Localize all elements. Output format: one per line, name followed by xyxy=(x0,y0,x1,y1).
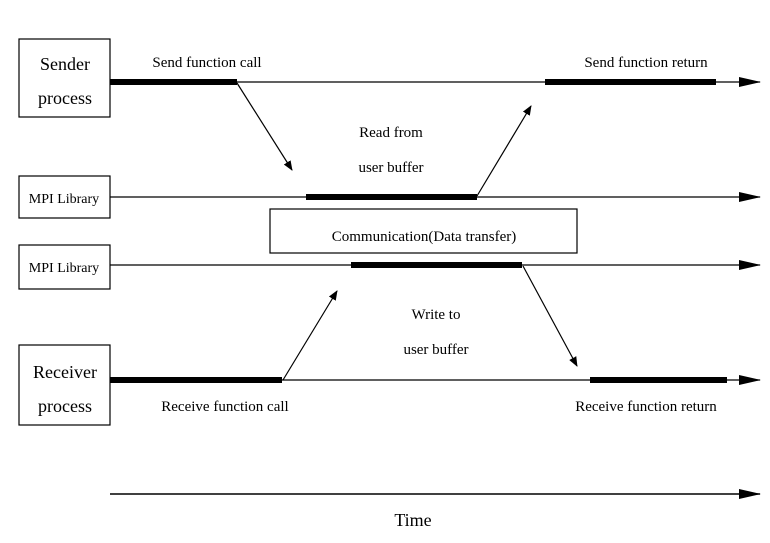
mpi-library-top-label: MPI Library xyxy=(29,192,99,207)
receive-return-label: Receive function return xyxy=(575,399,717,415)
read-buffer-label-line1: Read from xyxy=(359,125,423,141)
sender-process-label-line1: Sender xyxy=(40,54,90,74)
send-return-label: Send function return xyxy=(584,55,708,71)
write-buffer-label-line2: user buffer xyxy=(403,342,468,358)
read-buffer-label-line2: user buffer xyxy=(358,160,423,176)
send-call-label: Send function call xyxy=(152,55,261,71)
write-buffer-label-line1: Write to xyxy=(412,307,461,323)
arrow-receive-call-to-mpi xyxy=(282,290,338,381)
receiver-process-box xyxy=(18,344,111,426)
sender-process-label-line2: process xyxy=(38,88,92,108)
receiver-process-label-line2: process xyxy=(38,396,92,416)
mpi-library-top-box xyxy=(18,175,111,219)
arrow-send-call-to-mpi xyxy=(236,82,293,171)
receive-call-bar xyxy=(110,377,282,383)
mpi-library-bottom-label: MPI Library xyxy=(29,261,99,276)
time-axis-label: Time xyxy=(394,510,431,530)
write-buffer-bar xyxy=(351,262,522,268)
send-call-bar xyxy=(110,79,237,85)
mpi-library-bottom-box xyxy=(18,244,111,290)
send-return-bar xyxy=(545,79,716,85)
arrow-mpi-to-receive-return xyxy=(522,265,578,367)
receiver-process-label-line1: Receiver xyxy=(33,362,97,382)
communication-box xyxy=(269,208,578,254)
receive-call-label: Receive function call xyxy=(161,399,288,415)
communication-label: Communication(Data transfer) xyxy=(332,229,517,245)
arrow-mpi-to-send-return xyxy=(476,105,532,197)
read-buffer-bar xyxy=(306,194,477,200)
sender-process-box xyxy=(18,38,111,118)
receive-return-bar xyxy=(590,377,727,383)
